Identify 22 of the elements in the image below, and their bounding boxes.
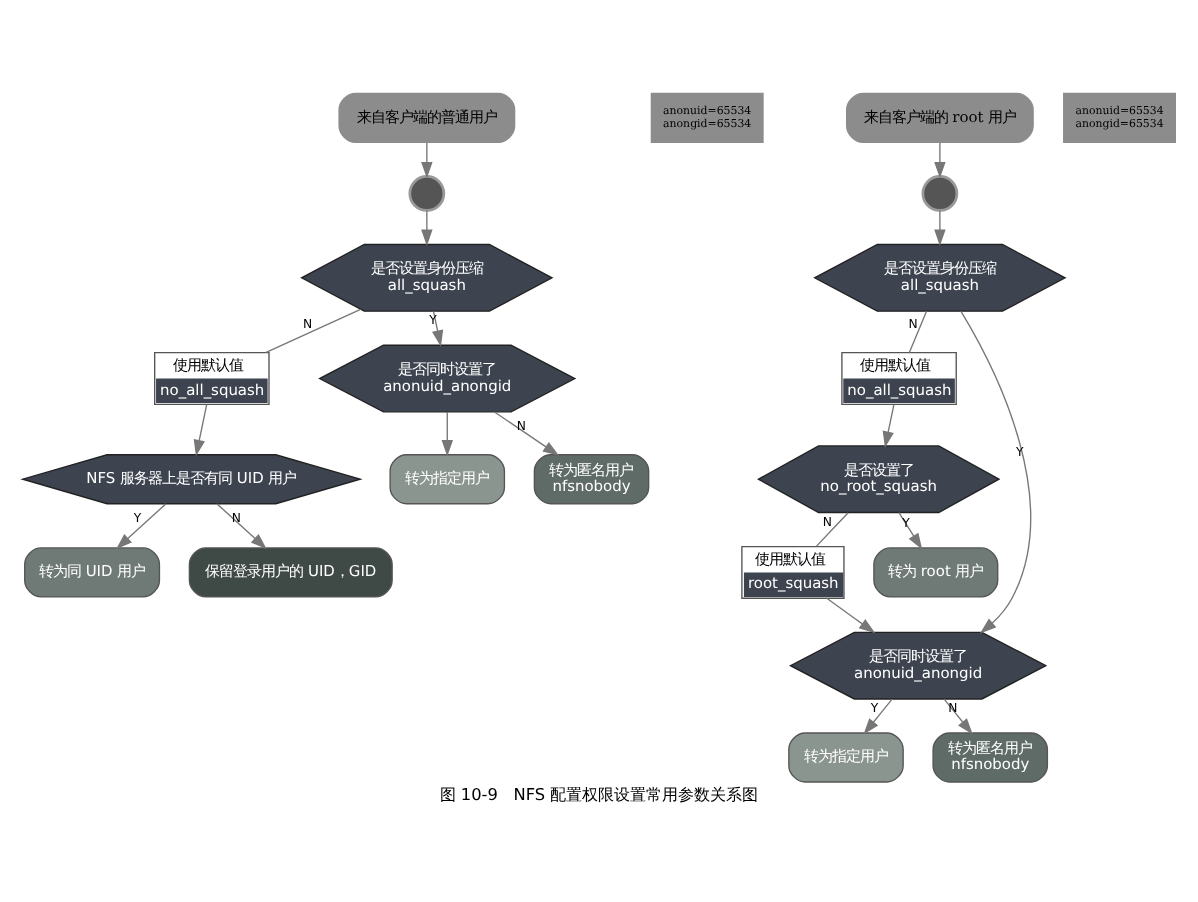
arrow: [193, 402, 208, 456]
arrow: [116, 502, 167, 549]
arrow: [960, 309, 1032, 633]
arrow: [934, 141, 946, 178]
arrow: [898, 511, 923, 549]
arrow: [493, 410, 560, 455]
arrow: [863, 697, 893, 734]
arrow: [934, 208, 946, 245]
arrow: [943, 697, 973, 734]
node-person: [921, 174, 959, 211]
arrow: [882, 402, 895, 447]
arrow: [826, 596, 876, 633]
arrow: [432, 309, 444, 346]
arrow: [441, 410, 453, 456]
connector: [815, 511, 849, 546]
arrow: [216, 502, 267, 549]
connector: [264, 307, 362, 353]
node-person: [408, 174, 446, 211]
arrow: [421, 208, 433, 245]
connector: [908, 309, 928, 353]
arrow: [421, 141, 433, 178]
caption: 图 10-9 NFS 配置权限设置常用参数关系图: [439, 783, 759, 804]
